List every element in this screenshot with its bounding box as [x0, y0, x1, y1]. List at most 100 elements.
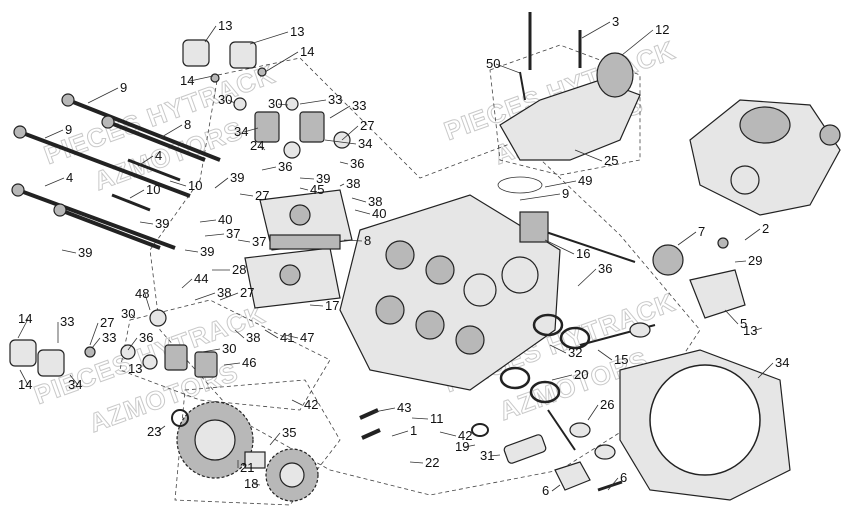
leader-line — [234, 329, 245, 339]
part-callout-37: 37 — [252, 234, 266, 249]
leader-line — [339, 183, 345, 187]
leader-line — [544, 180, 577, 188]
part-callout-34: 34 — [234, 124, 248, 139]
part-callout-33: 33 — [328, 92, 342, 107]
leader-line — [156, 425, 166, 433]
leader-line — [144, 293, 151, 311]
leader-line — [489, 454, 501, 457]
part-callout-6: 6 — [620, 470, 627, 485]
part-callout-4: 4 — [155, 148, 162, 163]
part-callout-8: 8 — [364, 233, 371, 248]
part-callout-2: 2 — [762, 221, 769, 236]
part-callout-27: 27 — [100, 315, 114, 330]
part-callout-23: 23 — [147, 424, 161, 439]
part-callout-39: 39 — [200, 244, 214, 259]
leader-line — [549, 344, 567, 354]
leader-line — [219, 292, 239, 301]
leader-line — [354, 209, 371, 215]
leader-line — [159, 124, 183, 139]
part-callout-30: 30 — [121, 306, 135, 321]
leader-line — [551, 484, 561, 492]
cam-gears — [171, 401, 319, 502]
part-callout-45: 45 — [310, 182, 324, 197]
leader-line — [581, 21, 611, 39]
part-callout-13: 13 — [743, 323, 757, 338]
leader-line — [495, 63, 521, 74]
leader-line — [204, 233, 225, 237]
leader-line — [299, 187, 309, 191]
part-callout-15: 15 — [614, 352, 628, 367]
part-callout-42: 42 — [304, 397, 318, 412]
leader-line — [409, 461, 424, 464]
leader-line — [577, 268, 597, 287]
part-callout-39: 39 — [78, 245, 92, 260]
gear-group-outline — [174, 379, 341, 506]
part-callout-47: 47 — [300, 330, 314, 345]
part-callout-24: 24 — [250, 138, 264, 153]
part-callout-5: 5 — [740, 316, 747, 331]
leader-line — [744, 228, 761, 241]
part-callout-11: 11 — [430, 411, 444, 426]
part-callout-7: 7 — [698, 224, 705, 239]
leader-line — [139, 221, 154, 225]
leader-line — [189, 75, 214, 82]
leader-line — [277, 103, 289, 106]
leader-line — [69, 374, 79, 386]
leader-line — [184, 249, 199, 253]
valves — [547, 322, 656, 460]
part-callout-14: 14 — [18, 311, 32, 326]
part-callout-34: 34 — [68, 377, 82, 392]
part-callout-36: 36 — [139, 330, 153, 345]
part-callout-9: 9 — [120, 80, 127, 95]
long-bolts — [11, 93, 221, 250]
leader-line — [291, 399, 303, 406]
intake-group-outline — [489, 44, 641, 176]
leader-line — [597, 349, 613, 361]
leader-line — [284, 334, 299, 339]
leader-line — [91, 337, 101, 349]
leader-line — [253, 483, 261, 486]
leader-line — [309, 304, 324, 307]
part-callout-22: 22 — [425, 455, 439, 470]
leader-line — [181, 278, 193, 289]
part-callout-8: 8 — [184, 117, 191, 132]
studs — [359, 408, 381, 440]
leader-line — [87, 87, 119, 104]
part-callout-10: 10 — [146, 182, 160, 197]
leader-line — [341, 125, 359, 141]
leader-line — [339, 161, 349, 165]
part-callout-10: 10 — [188, 178, 202, 193]
part-callout-42: 42 — [458, 428, 472, 443]
part-callout-34: 34 — [358, 136, 372, 151]
part-callout-9: 9 — [65, 122, 72, 137]
valve-spring-set-top — [182, 39, 351, 159]
part-callout-26: 26 — [600, 397, 614, 412]
leader-line — [227, 99, 236, 104]
part-callout-36: 36 — [598, 261, 612, 276]
leader-line — [299, 99, 327, 105]
part-callout-18: 18 — [244, 476, 258, 491]
leader-line — [137, 155, 154, 167]
leader-line — [61, 249, 77, 254]
part-callout-30: 30 — [222, 341, 236, 356]
part-callout-44: 44 — [194, 271, 208, 286]
part-callout-30: 30 — [218, 92, 232, 107]
part-callout-39: 39 — [316, 171, 330, 186]
leader-line — [127, 337, 138, 351]
leader-line — [194, 292, 216, 301]
leader-line — [44, 177, 65, 187]
leader-line — [544, 239, 575, 255]
part-callout-36: 36 — [278, 159, 292, 174]
valve-spring-set-bottom — [9, 309, 218, 378]
leader-line — [351, 197, 367, 203]
leader-line — [130, 313, 136, 319]
leader-line — [249, 31, 289, 45]
leader-line — [587, 404, 599, 421]
part-callout-43: 43 — [397, 400, 411, 415]
leader-line — [324, 139, 357, 145]
leader-line — [439, 431, 457, 437]
part-callout-3: 3 — [612, 14, 619, 29]
leader-line — [137, 367, 141, 370]
leader-line — [214, 177, 229, 189]
